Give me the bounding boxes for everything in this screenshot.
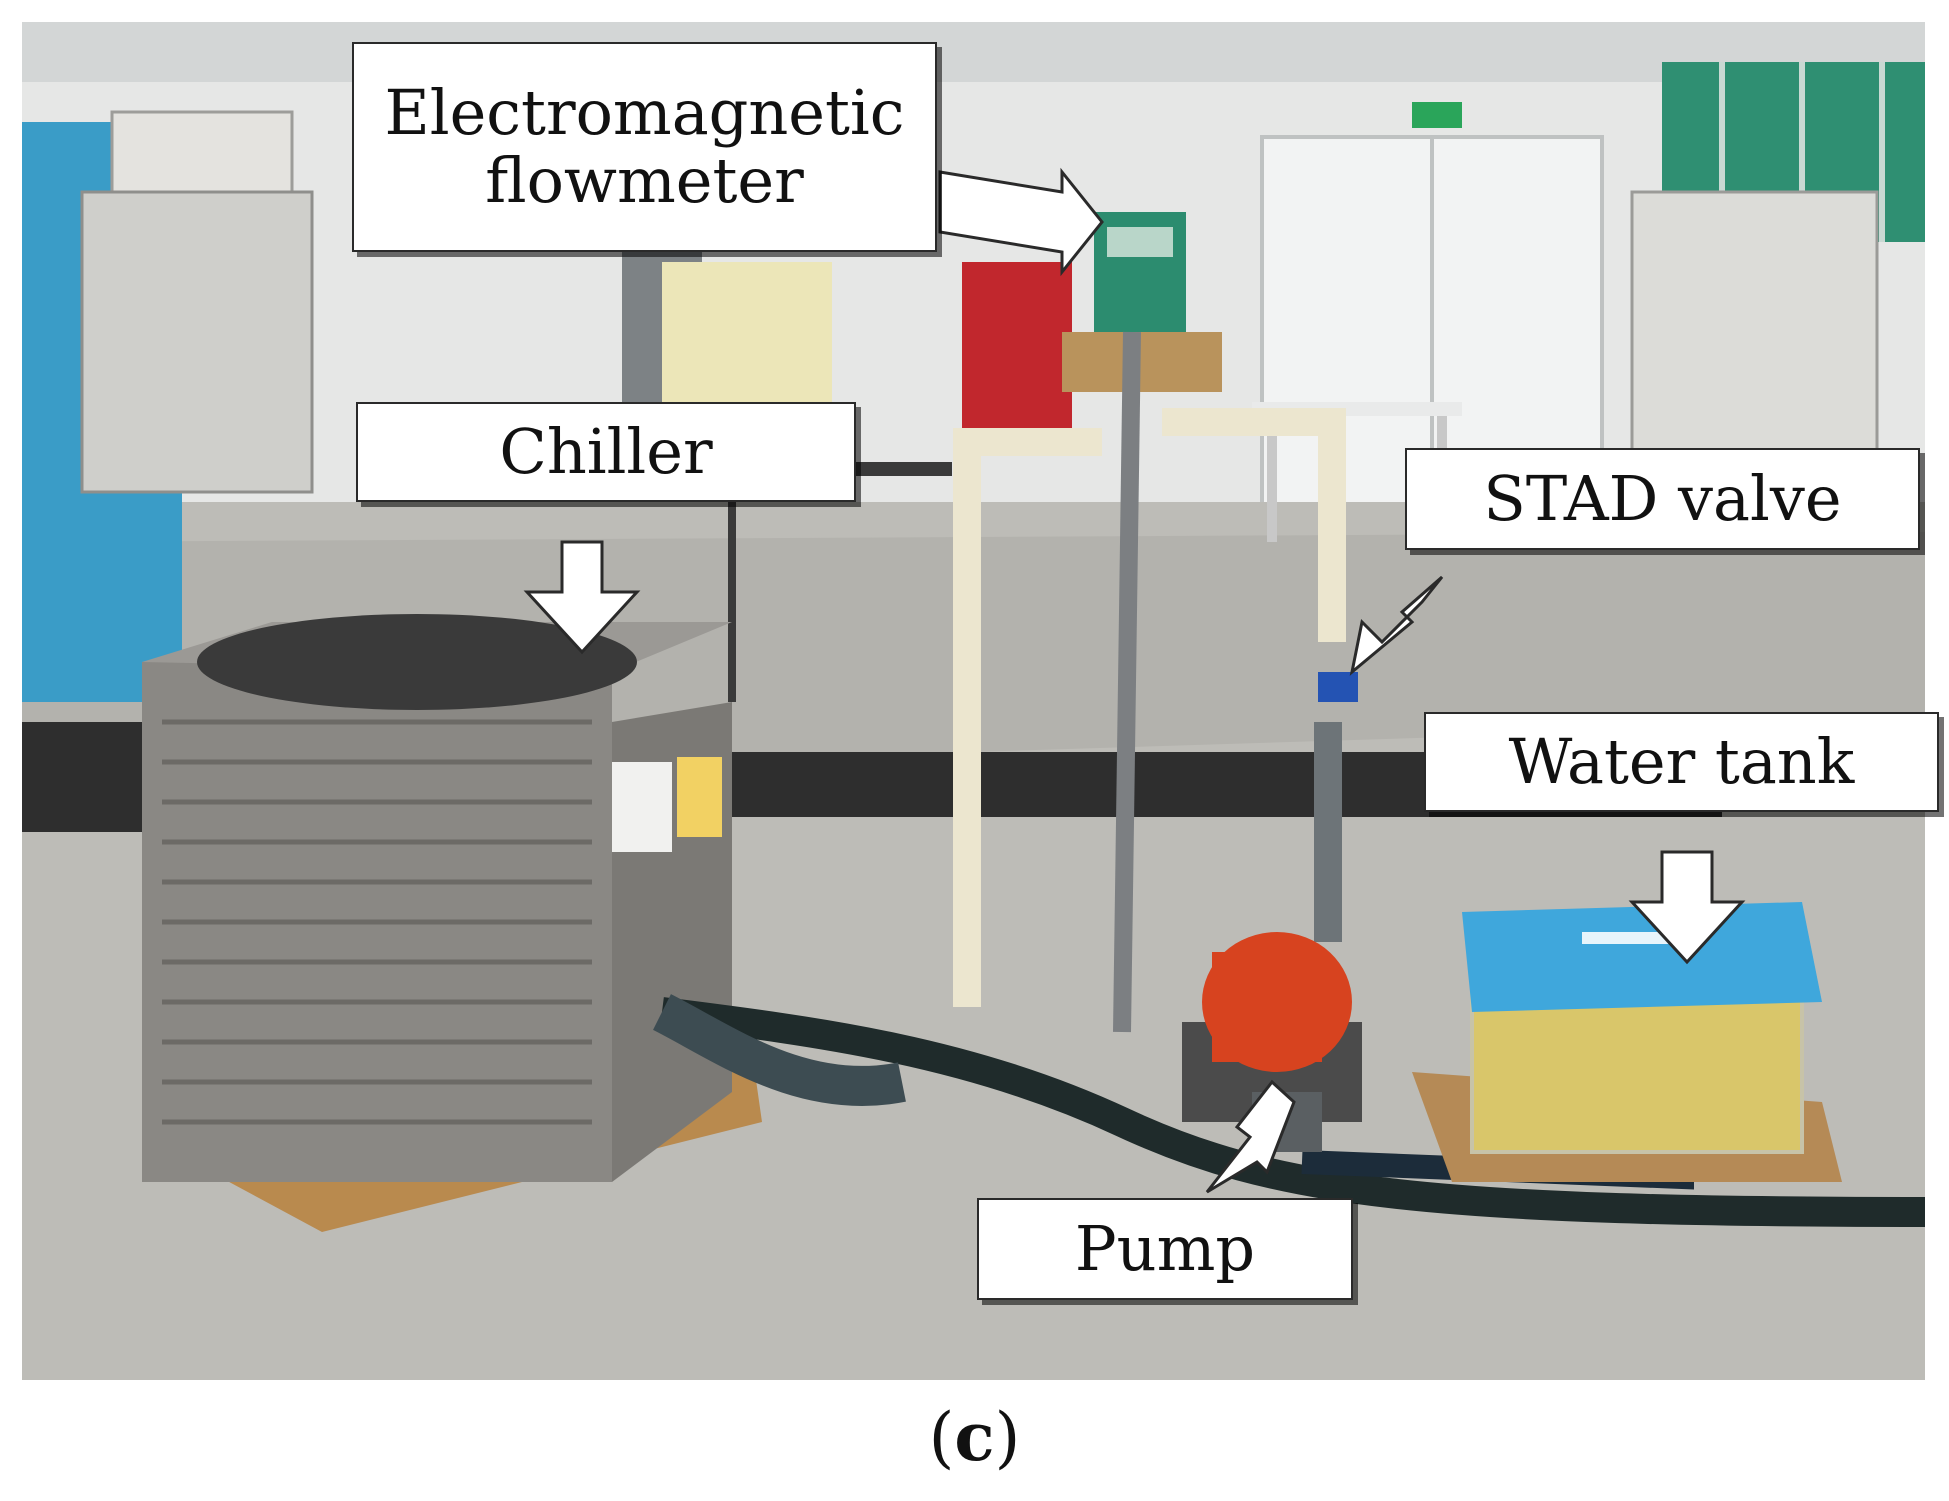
callout-chiller-text: Chiller — [499, 414, 713, 488]
panel-label: (c) — [0, 1398, 1949, 1488]
lab-scene-illustration — [22, 22, 1925, 1380]
callout-pump-text: Pump — [1074, 1211, 1256, 1285]
callout-electromagnetic-flowmeter: Electromagnetic flowmeter — [352, 42, 937, 252]
callout-pump: Pump — [977, 1198, 1353, 1300]
callout-water-tank-text: Water tank — [1508, 724, 1855, 798]
callout-water-tank: Water tank — [1424, 712, 1939, 812]
callout-chiller: Chiller — [356, 402, 856, 502]
lab-photo — [22, 22, 1925, 1380]
callout-stad-valve: STAD valve — [1405, 448, 1920, 550]
callout-stad-valve-text: STAD valve — [1483, 461, 1842, 535]
panel-label-open: ( — [928, 1399, 955, 1476]
panel-label-letter: c — [954, 1398, 995, 1476]
panel-label-close: ) — [994, 1399, 1021, 1476]
callout-flowmeter-line1: Electromagnetic — [384, 75, 905, 149]
callout-flowmeter-line2: flowmeter — [485, 144, 804, 217]
